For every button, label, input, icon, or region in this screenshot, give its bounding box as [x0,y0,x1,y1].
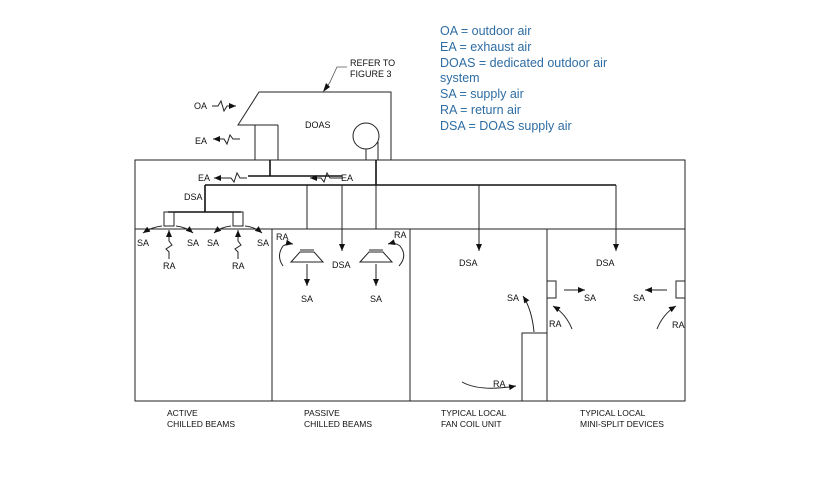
caption-fancoil-2: FAN COIL UNIT [441,419,502,429]
minisplit-sa-1: SA [584,293,596,303]
legend-line-doas: DOAS = dedicated outdoor air [440,56,607,70]
active-ra-1: RA [163,261,176,271]
doas-unit: DOAS [237,91,392,161]
mini-split-left [546,280,557,299]
passive-sa-1: SA [301,294,313,304]
minisplit-ra-arrow-2 [656,305,677,330]
minisplit-sa-2: SA [633,293,645,303]
minisplit-ra-1: RA [549,319,562,329]
caption-fancoil-1: TYPICAL LOCAL [441,408,507,418]
fancoil-ra: RA [493,379,506,389]
passive-beam-2 [358,251,394,263]
active-sa-2: SA [187,238,199,248]
mini-split-right [675,280,686,299]
building [134,159,686,402]
passive-ra-2: RA [394,230,407,240]
ea-label-top: EA [195,136,207,146]
active-ra-arrow-1 [165,230,173,259]
ea-arrow-left [214,171,247,184]
mini-split-devices: DSA SA SA RA RA [546,258,686,330]
legend-line-sa: SA = supply air [440,87,524,101]
ea-label-left: EA [198,173,210,183]
refer-line-2: FIGURE 3 [350,69,392,79]
legend-line-ea: EA = exhaust air [440,40,531,54]
caption-minisplit-1: TYPICAL LOCAL [580,408,646,418]
doas-fan [352,122,380,150]
legend-line-ra: RA = return air [440,103,521,117]
passive-beam-1 [289,251,325,263]
passive-dsa: DSA [332,260,351,270]
ea-arrow-right [310,171,343,184]
refer-leader [326,66,347,88]
caption-passive-2: CHILLED BEAMS [304,419,372,429]
legend: OA = outdoor air EA = exhaust air DOAS =… [440,24,607,133]
caption-minisplit-2: MINI-SPLIT DEVICES [580,419,664,429]
captions: ACTIVE CHILLED BEAMS PASSIVE CHILLED BEA… [167,408,664,429]
active-sa-3: SA [207,238,219,248]
doas-airflows: OA EA [194,99,240,146]
doas-label: DOAS [305,120,331,130]
oa-label: OA [194,101,207,111]
refer-line-1: REFER TO [350,58,395,68]
oa-arrow [212,99,236,113]
active-sa-4: SA [257,238,269,248]
active-sa-1: SA [137,238,149,248]
passive-sa-2: SA [370,294,382,304]
active-beam-2 [232,211,244,227]
fancoil-ra-arrow [461,381,517,391]
caption-active-2: CHILLED BEAMS [167,419,235,429]
fan-coil-unit: DSA SA RA [459,258,548,402]
legend-line-doas-cont: system [440,71,480,85]
minisplit-ra-2: RA [672,320,685,330]
passive-ra-1: RA [276,232,289,242]
refer-leader-arrow [323,83,330,92]
legend-line-dsa: DSA = DOAS supply air [440,119,572,133]
fancoil-sa-arrow [522,295,535,333]
caption-passive-1: PASSIVE [304,408,340,418]
dsa-label-main: DSA [184,192,203,202]
minisplit-ra-arrow-1 [552,305,573,330]
passive-chilled-beams: SA SA RA RA DSA [276,230,407,304]
active-ra-arrow-2 [234,230,242,259]
ea-duct: EA EA [198,160,353,184]
active-chilled-beams: SA SA SA SA RA RA [137,211,269,271]
caption-active-1: ACTIVE [167,408,198,418]
dsa-duct: DSA [168,160,619,251]
fan-coil-cabinet [521,332,548,402]
refer-note: REFER TO FIGURE 3 [323,58,395,92]
fancoil-dsa: DSA [459,258,478,268]
ea-label-right: EA [341,173,353,183]
legend-line-oa: OA = outdoor air [440,24,531,38]
ea-arrow-top [213,133,240,146]
minisplit-dsa: DSA [596,258,615,268]
active-beam-1 [163,211,175,227]
active-ra-2: RA [232,261,245,271]
fancoil-sa: SA [507,293,519,303]
